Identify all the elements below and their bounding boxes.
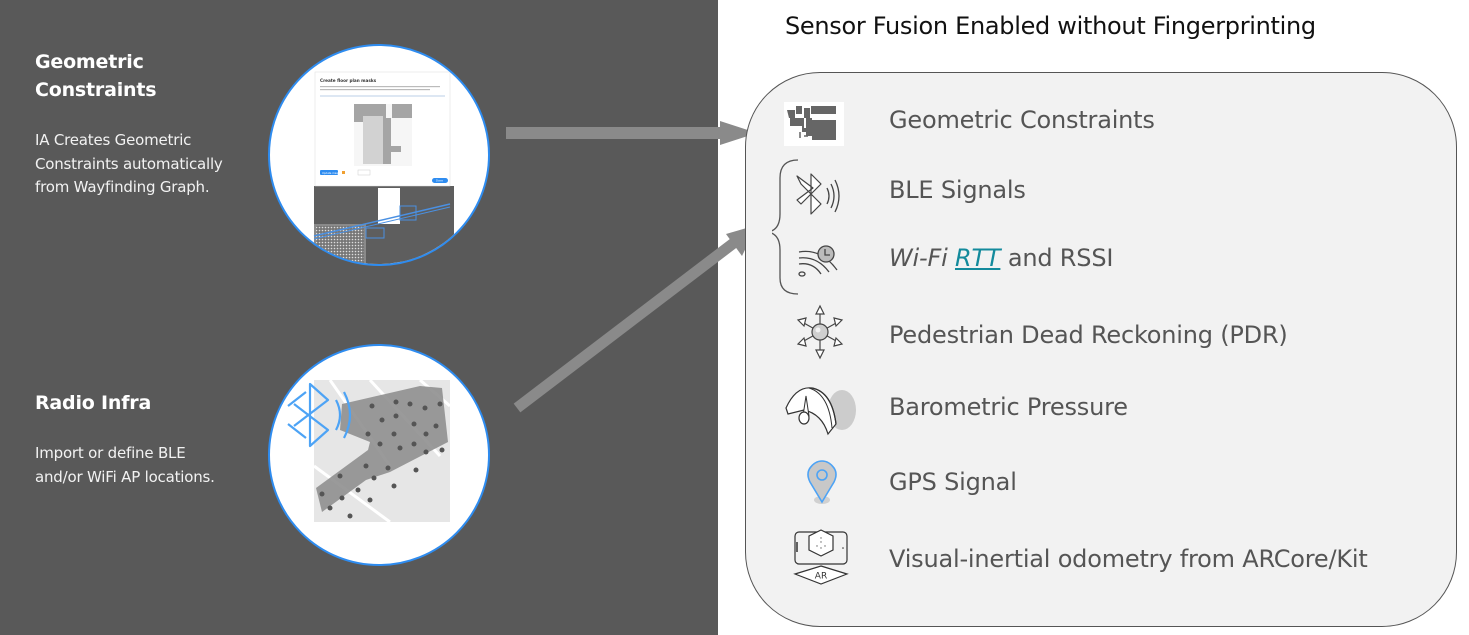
ap-location-markers	[319, 399, 445, 519]
rtt-link[interactable]: RTT	[954, 244, 1001, 272]
gps-pin-icon	[807, 460, 837, 504]
item-barometric-pressure: Barometric Pressure	[889, 393, 1128, 421]
bluetooth-icon	[287, 382, 352, 448]
item-gps-signal: GPS Signal	[889, 468, 1017, 496]
bluetooth-signal-icon	[796, 173, 840, 215]
desc-line: IA Creates Geometric	[35, 131, 192, 149]
dialog-title: Create floor plan masks	[320, 78, 377, 83]
floor-plan-screenshot-image: Create floor plan masks Update mask Done	[313, 71, 454, 264]
radio-infra-title: Radio Infra	[35, 392, 152, 414]
item-wifi-rtt-rssi: Wi-Fi RTT and RSSI	[889, 244, 1113, 272]
geometric-constraints-description: IA Creates Geometric Constraints automat…	[35, 129, 223, 200]
pdr-directions-icon	[796, 304, 844, 360]
title-line: Geometric	[35, 51, 144, 73]
grouping-brace	[772, 159, 799, 295]
radio-map-thumbnail	[268, 344, 490, 566]
radio-infra-description: Import or define BLE and/or WiFi AP loca…	[35, 442, 215, 489]
ar-phone-icon: AR	[793, 529, 849, 585]
ar-label: AR	[815, 572, 827, 582]
floor-plan-icon	[784, 102, 844, 146]
item-visual-inertial-odometry: Visual-inertial odometry from ARCore/Kit	[889, 545, 1368, 573]
desc-line: Constraints automatically	[35, 154, 223, 173]
desc-line: from Wayfinding Graph.	[35, 178, 210, 196]
item-pdr: Pedestrian Dead Reckoning (PDR)	[889, 321, 1288, 349]
done-button: Done	[436, 179, 443, 183]
ble-map-image	[287, 378, 451, 524]
desc-line: Import or define BLE	[35, 444, 186, 462]
desc-line: and/or WiFi AP locations.	[35, 467, 215, 486]
wifi-rtt-icon	[798, 245, 838, 277]
fusion-heading: Sensor Fusion Enabled without Fingerprin…	[785, 12, 1316, 40]
rssi-label: and RSSI	[1007, 244, 1114, 272]
item-geometric-constraints: Geometric Constraints	[889, 106, 1155, 134]
update-mask-button: Update mask	[322, 171, 340, 175]
title-line: Constraints	[35, 79, 157, 101]
floor-plan-mask-thumbnail: Create floor plan masks Update mask Done	[268, 44, 490, 266]
barometer-icon	[785, 387, 856, 436]
item-ble-signals: BLE Signals	[889, 176, 1026, 204]
wifi-label: Wi-Fi	[889, 244, 948, 272]
geometric-constraints-title: Geometric Constraints	[35, 48, 157, 104]
sensor-fusion-box	[745, 72, 1457, 627]
